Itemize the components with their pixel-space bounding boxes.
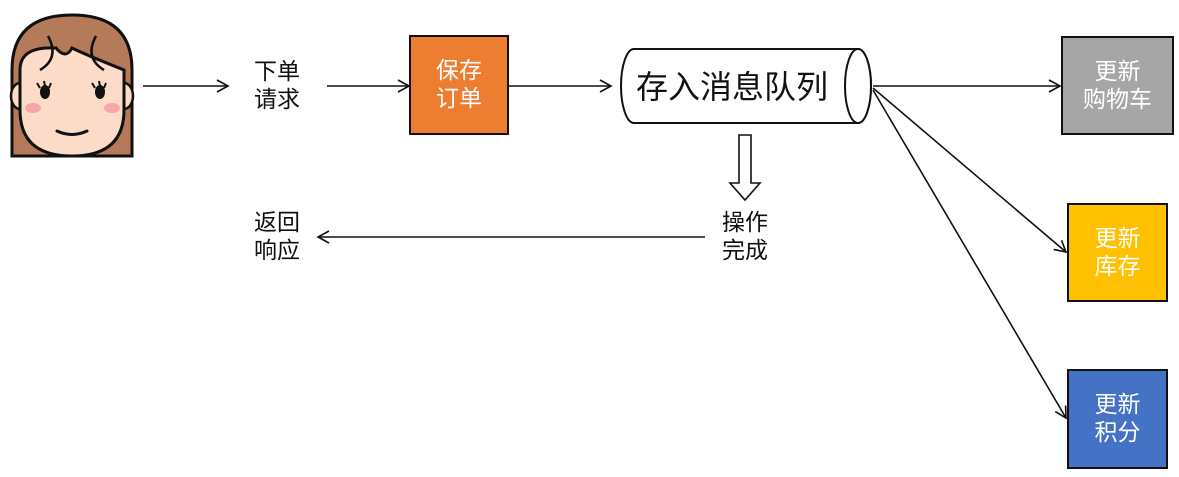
down-arrow-icon [728,134,762,202]
request-label: 下单 请求 [254,59,300,113]
arrow-queue-to-stock [872,87,1068,254]
arrow-queue-to-points [872,89,1067,420]
return-response-label: 返回 响应 [254,210,300,264]
update-stock-box: 更新 库存 [1067,203,1168,302]
operation-done-label: 操作 完成 [722,210,768,264]
update-cart-box: 更新 购物车 [1061,36,1174,135]
queue-label: 存入消息队列 [635,68,828,106]
user-avatar-icon [9,13,135,158]
message-queue-cylinder [620,48,872,124]
update-points-box: 更新 积分 [1067,369,1168,469]
save-order-box: 保存 订单 [409,35,509,135]
